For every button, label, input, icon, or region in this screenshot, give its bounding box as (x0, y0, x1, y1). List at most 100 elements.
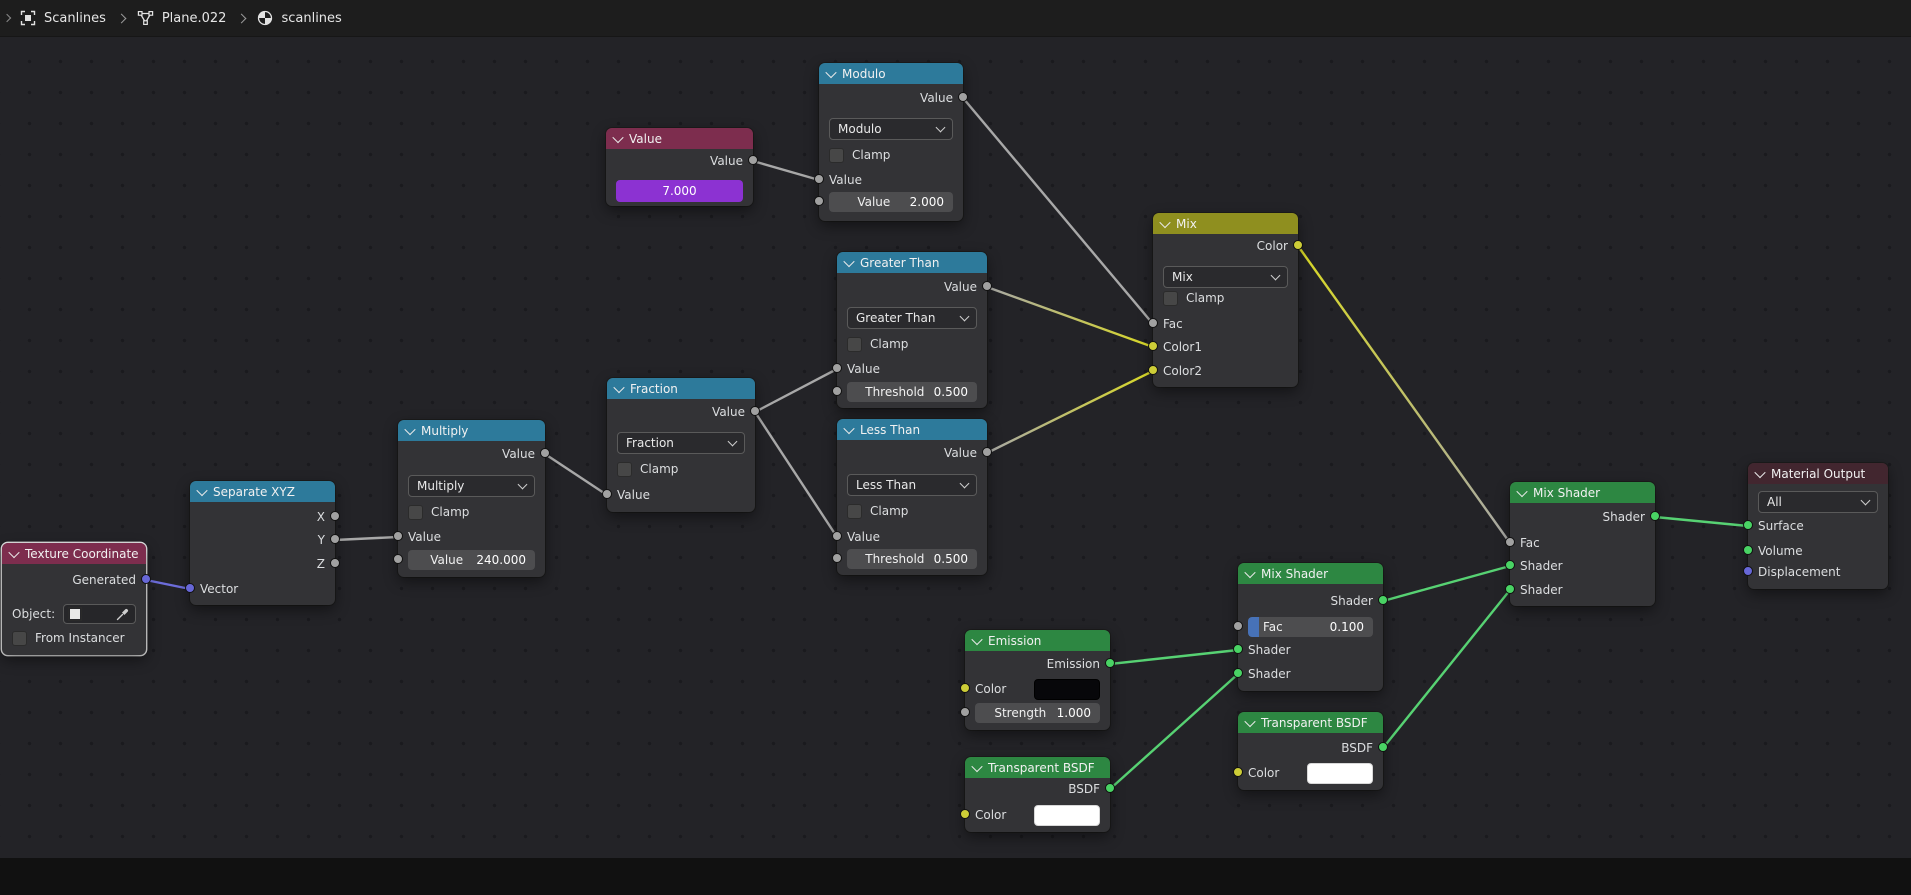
object-picker-field[interactable] (63, 604, 136, 624)
output-socket-shader[interactable] (1650, 511, 1660, 521)
color-swatch-white[interactable] (1307, 762, 1373, 784)
target-dropdown[interactable]: All (1758, 491, 1878, 513)
node-header[interactable]: Mix Shader (1238, 563, 1383, 584)
strength-slider[interactable]: Strength 1.000 (975, 703, 1100, 723)
node-header[interactable]: Value (606, 128, 753, 149)
node-header[interactable]: Fraction (607, 378, 755, 399)
eyedropper-icon[interactable] (116, 608, 129, 621)
node-mix[interactable]: Mix Color Mix Clamp Fac Color1 Color2 (1148, 213, 1303, 387)
node-greater-than[interactable]: Greater Than Value Greater Than Clamp Va… (832, 252, 992, 408)
collapse-chevron-icon[interactable] (843, 422, 855, 434)
node-modulo[interactable]: Modulo Value Modulo Clamp Value Value 2.… (814, 63, 968, 221)
output-socket-value[interactable] (982, 281, 992, 291)
operation-dropdown[interactable]: Multiply (408, 475, 535, 497)
node-transparent-bsdf-1[interactable]: Transparent BSDF BSDF Color (960, 757, 1115, 832)
collapse-chevron-icon[interactable] (971, 760, 983, 772)
node-header[interactable]: Multiply (398, 420, 545, 441)
node-fraction[interactable]: Fraction Value Fraction Clamp Value (602, 378, 760, 512)
input-socket-volume[interactable] (1743, 545, 1753, 555)
collapse-chevron-icon[interactable] (1516, 485, 1528, 497)
node-transparent-bsdf-2[interactable]: Transparent BSDF BSDF Color (1233, 712, 1388, 790)
collapse-chevron-icon[interactable] (1159, 216, 1171, 228)
node-editor-canvas[interactable]: Texture Coordinate Generated Object: Fro… (0, 37, 1911, 858)
output-socket-value[interactable] (748, 155, 758, 165)
input-socket-shader1[interactable] (1505, 560, 1515, 570)
collapse-chevron-icon[interactable] (8, 546, 20, 558)
clamp-checkbox[interactable] (847, 336, 862, 352)
input-socket-value[interactable] (814, 174, 824, 184)
collapse-chevron-icon[interactable] (196, 484, 208, 496)
input-socket-threshold[interactable] (832, 386, 842, 396)
threshold-slider[interactable]: Threshold 0.500 (847, 549, 977, 569)
output-socket-bsdf[interactable] (1378, 742, 1388, 752)
node-header[interactable]: Less Than (837, 419, 987, 440)
output-socket-emission[interactable] (1105, 658, 1115, 668)
node-material-output[interactable]: Material Output All Surface Volume Displ… (1743, 463, 1888, 589)
node-header[interactable]: Mix Shader (1510, 482, 1655, 503)
collapse-chevron-icon[interactable] (843, 255, 855, 267)
input-socket-value[interactable] (832, 531, 842, 541)
output-socket-shader[interactable] (1378, 595, 1388, 605)
input-socket-displacement[interactable] (1743, 566, 1753, 576)
operation-dropdown[interactable]: Greater Than (847, 307, 977, 329)
output-socket-value[interactable] (982, 447, 992, 457)
node-header[interactable]: Material Output (1748, 463, 1888, 484)
clamp-checkbox[interactable] (408, 504, 423, 520)
collapse-chevron-icon[interactable] (1244, 715, 1256, 727)
node-emission[interactable]: Emission Emission Color Strength 1.000 (960, 630, 1115, 730)
collapse-chevron-icon[interactable] (404, 423, 416, 435)
input-socket-color[interactable] (960, 683, 970, 693)
input-socket-value[interactable] (602, 489, 612, 499)
node-header[interactable]: Greater Than (837, 252, 987, 273)
input-socket-value[interactable] (832, 363, 842, 373)
output-socket-generated[interactable] (141, 574, 151, 584)
expand-panel-icon[interactable] (2, 13, 12, 23)
color-swatch-black[interactable] (1034, 678, 1100, 700)
node-header[interactable]: Modulo (819, 63, 963, 84)
operation-dropdown[interactable]: Less Than (847, 474, 977, 496)
node-header[interactable]: Mix (1153, 213, 1298, 234)
clamp-checkbox[interactable] (847, 503, 862, 519)
output-socket-value[interactable] (750, 406, 760, 416)
input-socket-value2[interactable] (814, 196, 824, 206)
input-socket-value[interactable] (393, 531, 403, 541)
collapse-chevron-icon[interactable] (1754, 466, 1766, 478)
node-header[interactable]: Texture Coordinate (2, 543, 146, 564)
node-less-than[interactable]: Less Than Value Less Than Clamp Value Th… (832, 419, 992, 575)
input-socket-color[interactable] (1233, 767, 1243, 777)
node-value[interactable]: Value Value 7.000 (606, 128, 758, 206)
node-separate-xyz[interactable]: Separate XYZ X Y Z Vector (185, 481, 340, 605)
clamp-checkbox[interactable] (617, 461, 632, 477)
input-socket-vector[interactable] (185, 583, 195, 593)
collapse-chevron-icon[interactable] (1244, 566, 1256, 578)
value-slider[interactable]: Value 2.000 (829, 192, 953, 212)
node-texture-coordinate[interactable]: Texture Coordinate Generated Object: Fro… (2, 543, 151, 655)
node-mix-shader-1[interactable]: Mix Shader Shader Fac 0.100 Shader Shade… (1233, 563, 1388, 691)
input-socket-shader2[interactable] (1505, 584, 1515, 594)
collapse-chevron-icon[interactable] (825, 66, 837, 78)
value-slider[interactable]: Value 240.000 (408, 550, 535, 570)
operation-dropdown[interactable]: Modulo (829, 118, 953, 140)
input-socket-shader1[interactable] (1233, 644, 1243, 654)
color-swatch-white[interactable] (1034, 804, 1100, 826)
output-socket-z[interactable] (330, 558, 340, 568)
output-socket-value[interactable] (540, 448, 550, 458)
threshold-slider[interactable]: Threshold 0.500 (847, 382, 977, 402)
node-header[interactable]: Separate XYZ (190, 481, 335, 502)
node-header[interactable]: Transparent BSDF (1238, 712, 1383, 733)
input-socket-value2[interactable] (393, 554, 403, 564)
output-socket-y[interactable] (330, 534, 340, 544)
operation-dropdown[interactable]: Fraction (617, 432, 745, 454)
clamp-checkbox[interactable] (1163, 290, 1178, 306)
input-socket-color2[interactable] (1148, 365, 1158, 375)
collapse-chevron-icon[interactable] (612, 131, 624, 143)
from-instancer-checkbox[interactable] (12, 630, 27, 646)
input-socket-strength[interactable] (960, 707, 970, 717)
input-socket-threshold[interactable] (832, 553, 842, 563)
input-socket-surface[interactable] (1743, 520, 1753, 530)
input-socket-fac[interactable] (1233, 621, 1243, 631)
node-mix-shader-2[interactable]: Mix Shader Shader Fac Shader Shader (1505, 482, 1660, 606)
input-socket-color1[interactable] (1148, 341, 1158, 351)
collapse-chevron-icon[interactable] (971, 633, 983, 645)
fac-slider[interactable]: Fac 0.100 (1248, 617, 1373, 637)
